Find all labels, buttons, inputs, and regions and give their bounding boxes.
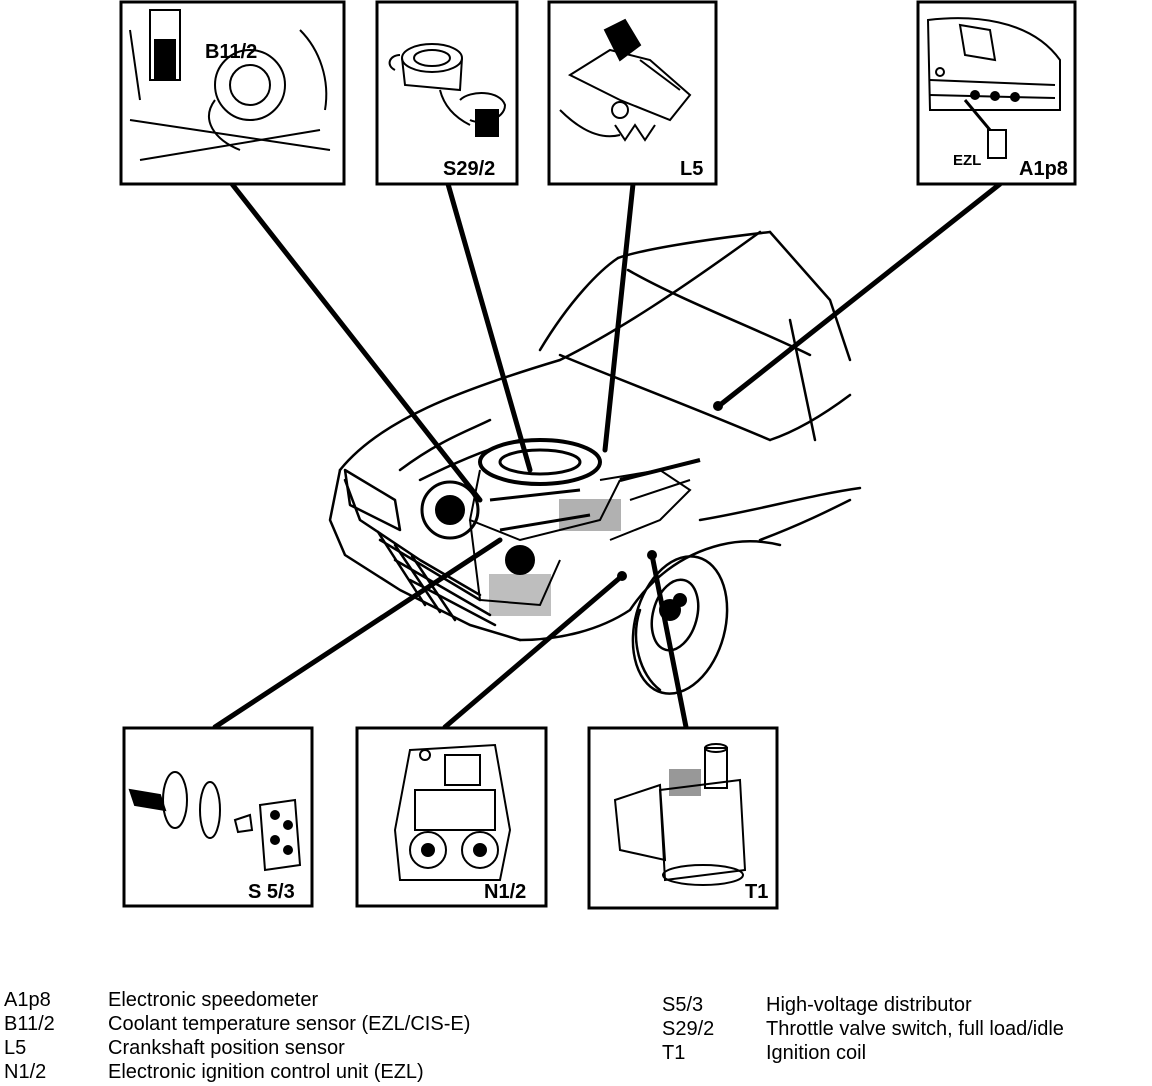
component-location-diagram: B11/2 S29/2 L5: [119, 0, 1077, 910]
detail-box-b11-2: B11/2: [119, 0, 346, 186]
legend-row: L5 Crankshaft position sensor: [4, 1036, 470, 1060]
legend-code: S5/3: [662, 994, 704, 1016]
callout-label-s29-2: S29/2: [443, 158, 495, 180]
detail-box-s5-3: S 5/3: [122, 726, 314, 908]
legend-description: Electronic ignition control unit (EZL): [108, 1061, 424, 1083]
legend-description: Crankshaft position sensor: [108, 1037, 345, 1059]
legend-description: Coolant temperature sensor (EZL/CIS-E): [108, 1013, 471, 1035]
legend-row: B11/2 Coolant temperature sensor (EZL/CIS…: [4, 1012, 470, 1036]
legend-row: S5/3 High-voltage distributor: [662, 993, 1064, 1017]
legend-code: A1p8: [4, 989, 51, 1011]
legend-code: S29/2: [662, 1018, 715, 1040]
car-illustration: [328, 230, 862, 695]
legend-row: A1p8 Electronic speedometer: [4, 988, 470, 1012]
leader-lines: [212, 181, 1003, 730]
callout-label-a1p8: A1p8: [1019, 158, 1068, 180]
callout-label-l5: L5: [680, 158, 703, 180]
detail-box-n1-2: N1/2: [355, 726, 548, 908]
detail-box-l5: L5: [547, 0, 718, 186]
callout-label-n1-2: N1/2: [484, 881, 526, 903]
legend-row: S29/2 Throttle valve switch, full load/id…: [662, 1017, 1064, 1041]
legend-description: Ignition coil: [766, 1042, 867, 1064]
legend-description: Throttle valve switch, full load/idle: [766, 1018, 1064, 1040]
location-dots: [617, 401, 723, 581]
callout-label-s5-3: S 5/3: [248, 881, 295, 903]
legend-description: Electronic speedometer: [108, 989, 319, 1011]
legend-code: N1/2: [4, 1061, 47, 1083]
detail-box-s29-2: S29/2: [375, 0, 519, 186]
detail-box-t1: T1: [587, 726, 779, 910]
engine-illustration: [420, 438, 701, 621]
legend-row: N1/2 Electronic ignition control unit (EZ…: [4, 1060, 470, 1084]
legend-row: T1 Ignition coil: [662, 1041, 1064, 1065]
callout-label-ezl: EZL: [953, 152, 981, 169]
legend-description: High-voltage distributor: [766, 994, 972, 1016]
callout-label-t1: T1: [745, 881, 768, 903]
legend-code: T1: [662, 1042, 686, 1064]
callout-label-b11-2: B11/2: [205, 41, 257, 63]
detail-box-a1p8: EZL A1p8: [916, 0, 1077, 186]
legend-code: B11/2: [4, 1013, 55, 1035]
legend-code: L5: [4, 1037, 27, 1059]
